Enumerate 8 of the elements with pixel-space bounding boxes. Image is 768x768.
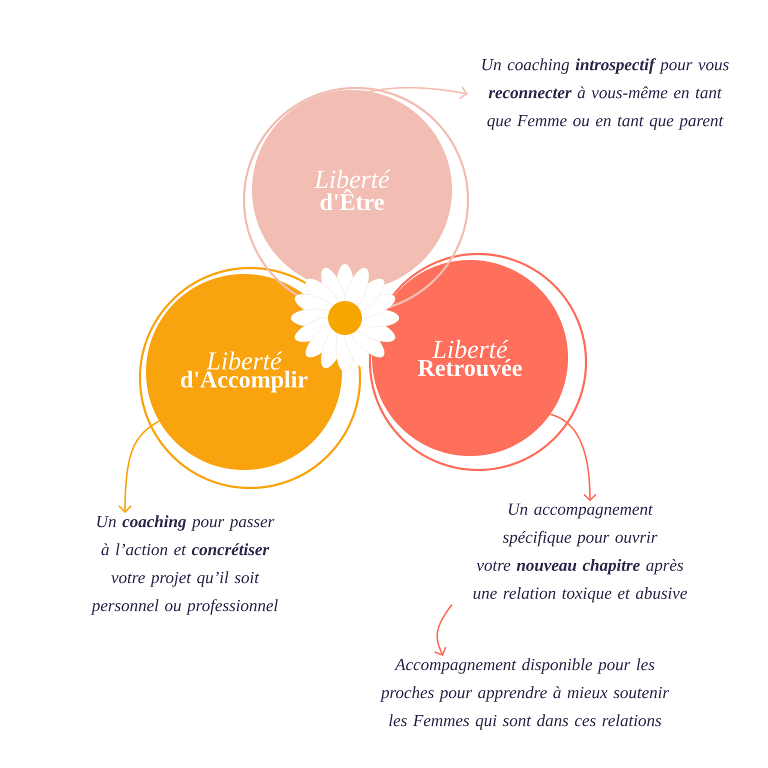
arrow (550, 414, 597, 502)
description-text: Accompagnement disponible pour les proches pour apprendre à mieux soutenir les Femmes qui sont dans ces relations (380, 658, 670, 730)
description-text: Un coaching introspectif pour vous reconnecter à vous-même en tant que Femme ou en tant que parent (482, 58, 729, 130)
description-text: Un accompagnement spécifique pour ouvrir votre nouveau chapitre après une relation toxique et abusive (474, 504, 687, 602)
arrow (118, 420, 160, 514)
arrow (368, 86, 468, 100)
description-text: Un coaching pour passer à l’action et concrétiser votre projet qu’il soit personnel ou professionnel (90, 515, 278, 615)
arrow (434, 604, 453, 656)
